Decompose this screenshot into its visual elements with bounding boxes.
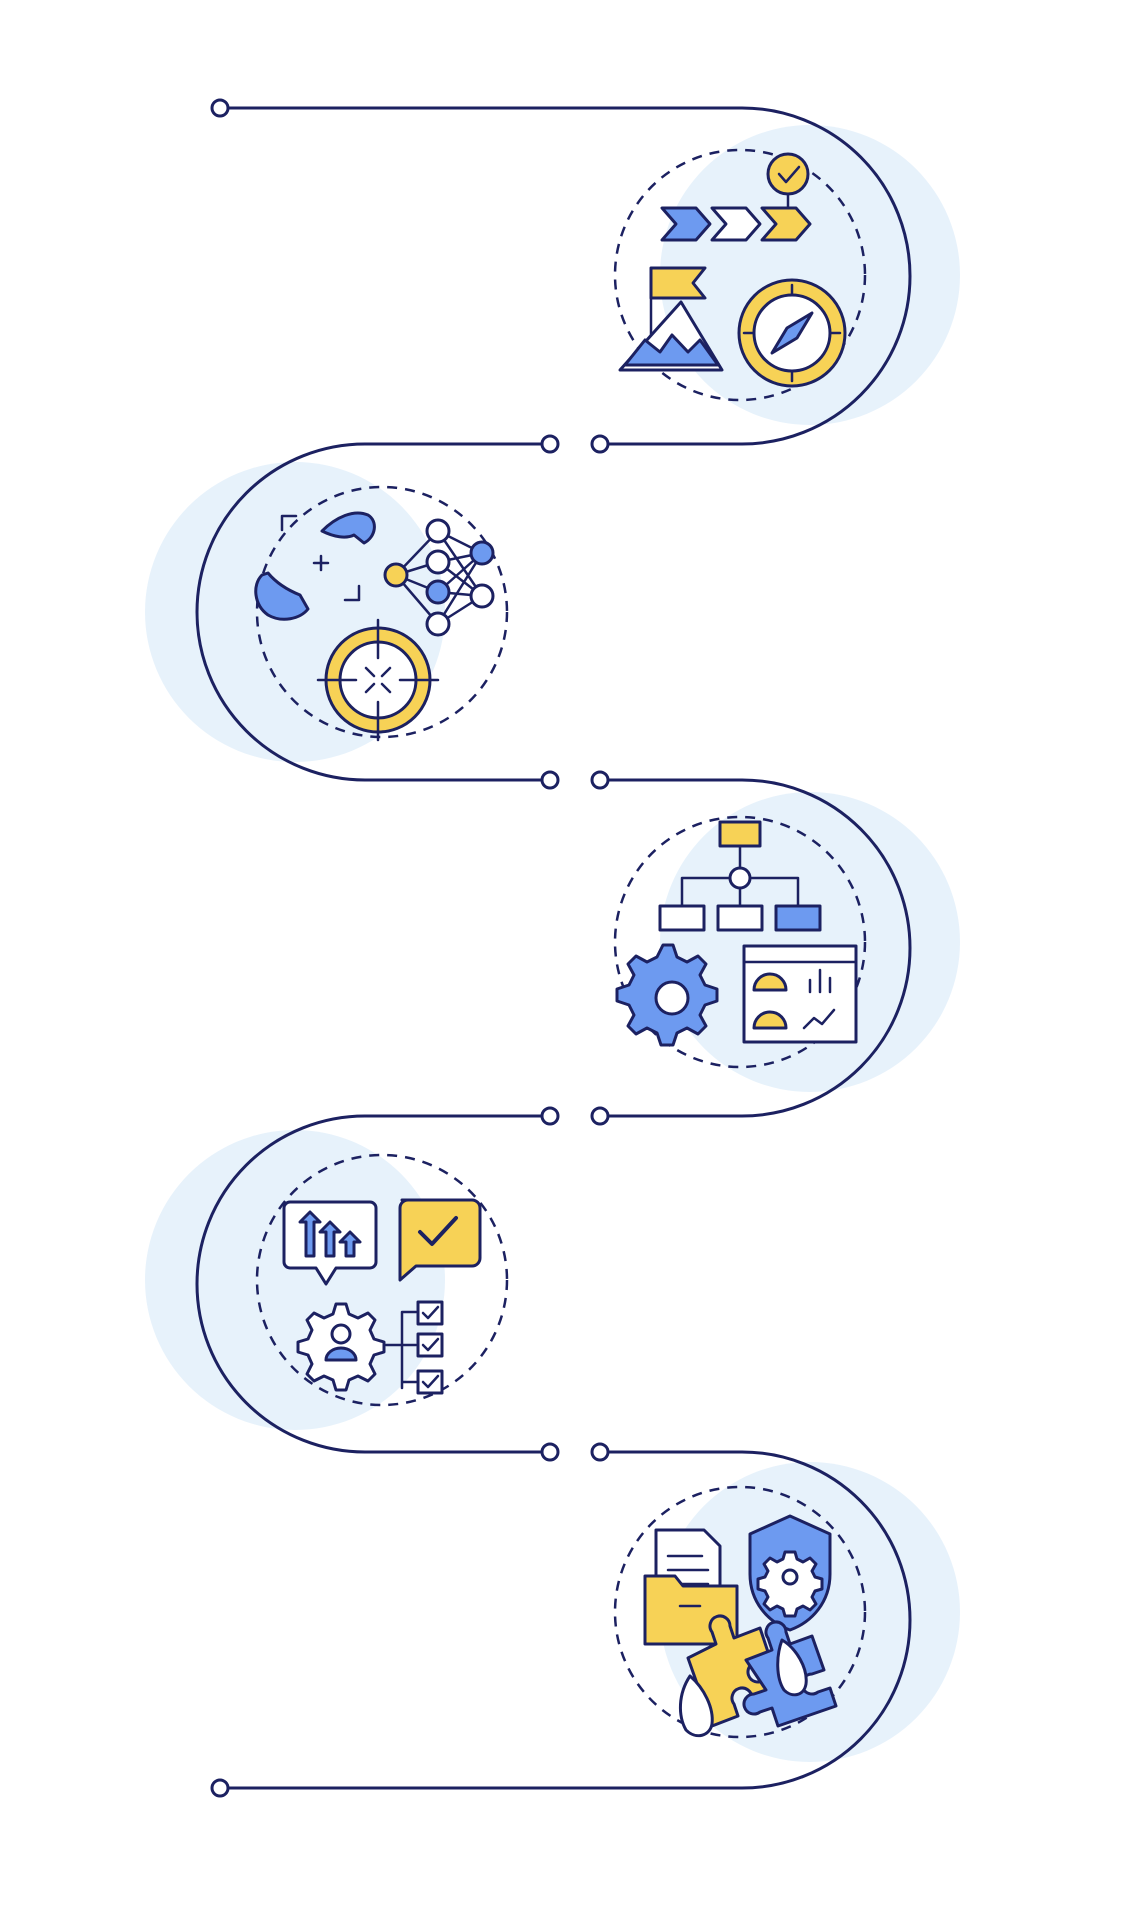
neural-network xyxy=(383,518,495,637)
gear-icon xyxy=(615,943,719,1047)
path-nodes xyxy=(210,98,610,1798)
path-node xyxy=(590,1106,610,1126)
path-end-node xyxy=(210,1778,230,1798)
backdrop-circles xyxy=(145,125,960,1762)
path-node xyxy=(540,1106,560,1126)
path-node xyxy=(540,1442,560,1462)
path-node xyxy=(590,770,610,790)
shield-gear-icon xyxy=(756,1550,824,1618)
focus-network-target-icon xyxy=(254,511,495,742)
documents-security-puzzle-icon xyxy=(643,1514,838,1738)
path-node xyxy=(540,434,560,454)
growth-approval-checklist-icon xyxy=(282,1198,482,1395)
connector-path xyxy=(195,106,912,1790)
path-node xyxy=(540,770,560,790)
path-start-node xyxy=(210,98,230,118)
path-node xyxy=(590,1442,610,1462)
path-node xyxy=(590,434,610,454)
hierarchy-gear-dashboard-icon xyxy=(615,820,858,1047)
puzzle-icon xyxy=(686,1614,838,1728)
team-gear-icon xyxy=(296,1302,386,1392)
dashed-rings xyxy=(255,148,867,1739)
strategy-flag-compass-icon xyxy=(618,152,847,388)
